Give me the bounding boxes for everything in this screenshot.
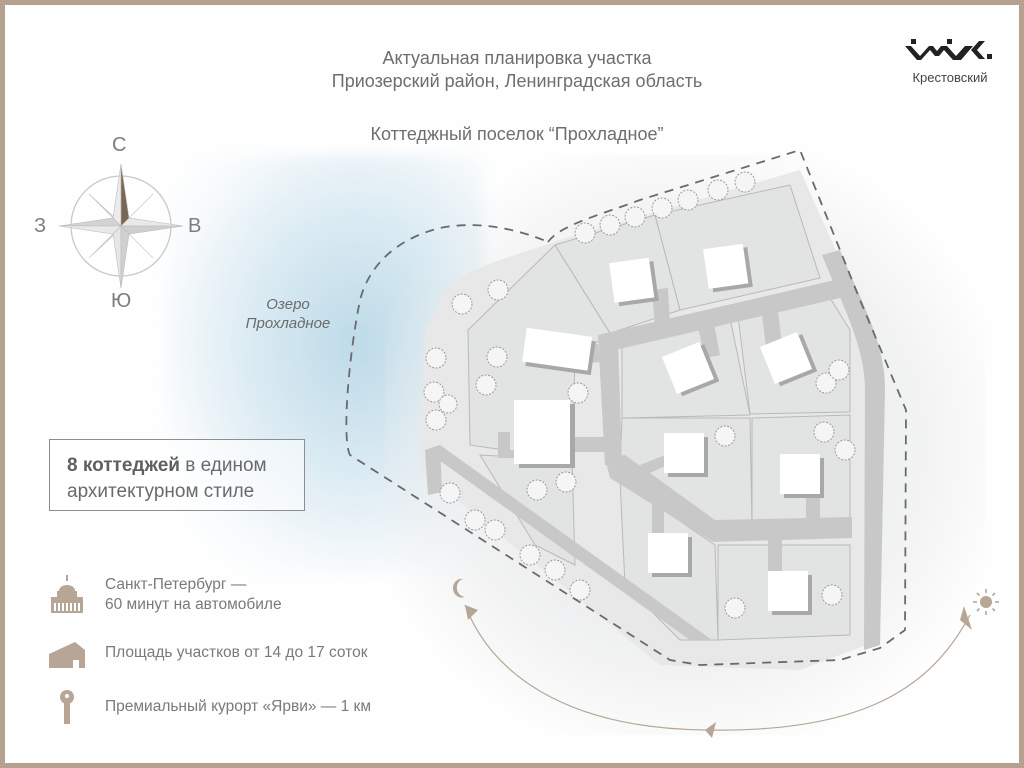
cottage <box>703 243 753 293</box>
cottage <box>768 571 812 615</box>
feature-resort-text: Премиальный курорт «Ярви» — 1 км <box>105 698 371 715</box>
road <box>806 495 820 528</box>
road <box>822 250 885 650</box>
road <box>605 455 852 542</box>
page-title: Актуальная планировка участка Приозерски… <box>5 47 1019 93</box>
cottage <box>514 400 575 468</box>
road <box>768 540 782 575</box>
arrow-head <box>465 605 478 620</box>
cottage <box>661 341 720 397</box>
cottage <box>780 454 824 498</box>
key-icon <box>45 685 89 729</box>
compass-west-label: З <box>34 215 47 237</box>
house-icon <box>45 631 89 675</box>
title-line-plan: Актуальная планировка участка <box>382 48 652 68</box>
brand-logo: Крестовский <box>903 37 997 85</box>
road <box>570 437 605 452</box>
compass-icon <box>58 163 184 289</box>
sun-icon <box>973 589 999 615</box>
title-line-region: Приозерский район, Ленинградская область <box>331 71 703 91</box>
road <box>762 311 782 348</box>
village-title: Коттеджный поселок “Прохладное” <box>370 124 664 144</box>
feature-resort: Премиальный курорт «Ярви» — 1 км <box>45 685 371 729</box>
cottage-count: 8 коттеджей <box>67 455 180 476</box>
feature-spb-line1: Санкт-Петербург — <box>105 576 247 593</box>
site-boundary <box>345 148 907 666</box>
lake-label-line2: Прохладное <box>245 315 331 332</box>
arrow-head <box>960 606 972 630</box>
arrow-head <box>705 722 716 738</box>
cottage <box>759 331 818 387</box>
cottage <box>664 433 708 477</box>
compass-east-label: В <box>188 215 202 237</box>
lake-label: Озеро Прохладное <box>233 295 343 333</box>
cottage <box>522 327 596 376</box>
cottages-highlight: 8 коттеджей в едином архитектурном стиле <box>49 439 305 511</box>
cathedral-icon <box>45 573 89 617</box>
cottage <box>609 257 659 307</box>
road <box>598 280 840 350</box>
cottage <box>648 533 692 577</box>
road <box>598 335 622 465</box>
feature-spb-line2: 60 минут на автомобиле <box>105 596 282 613</box>
feature-area-text: Площадь участков от 14 до 17 соток <box>105 644 368 661</box>
road <box>652 497 664 535</box>
road <box>425 445 712 640</box>
compass-rose: С З В Ю <box>25 130 205 315</box>
road <box>640 455 668 475</box>
feature-area: Площадь участков от 14 до 17 соток <box>45 631 367 675</box>
moon-icon <box>453 578 465 598</box>
kr-zigzag-logo-icon <box>905 39 992 60</box>
compass-north-label: С <box>112 134 127 156</box>
brand-name: Крестовский <box>912 70 988 85</box>
feature-spb: Санкт-Петербург — 60 минут на автомобиле <box>45 573 282 617</box>
highlight-text-2: архитектурном стиле <box>67 481 255 502</box>
highlight-text-1: в едином <box>179 455 267 476</box>
compass-south-label: Ю <box>111 290 132 312</box>
site-plan-map <box>345 148 972 738</box>
lake-label-line1: Озеро <box>266 296 310 313</box>
road <box>425 445 442 495</box>
